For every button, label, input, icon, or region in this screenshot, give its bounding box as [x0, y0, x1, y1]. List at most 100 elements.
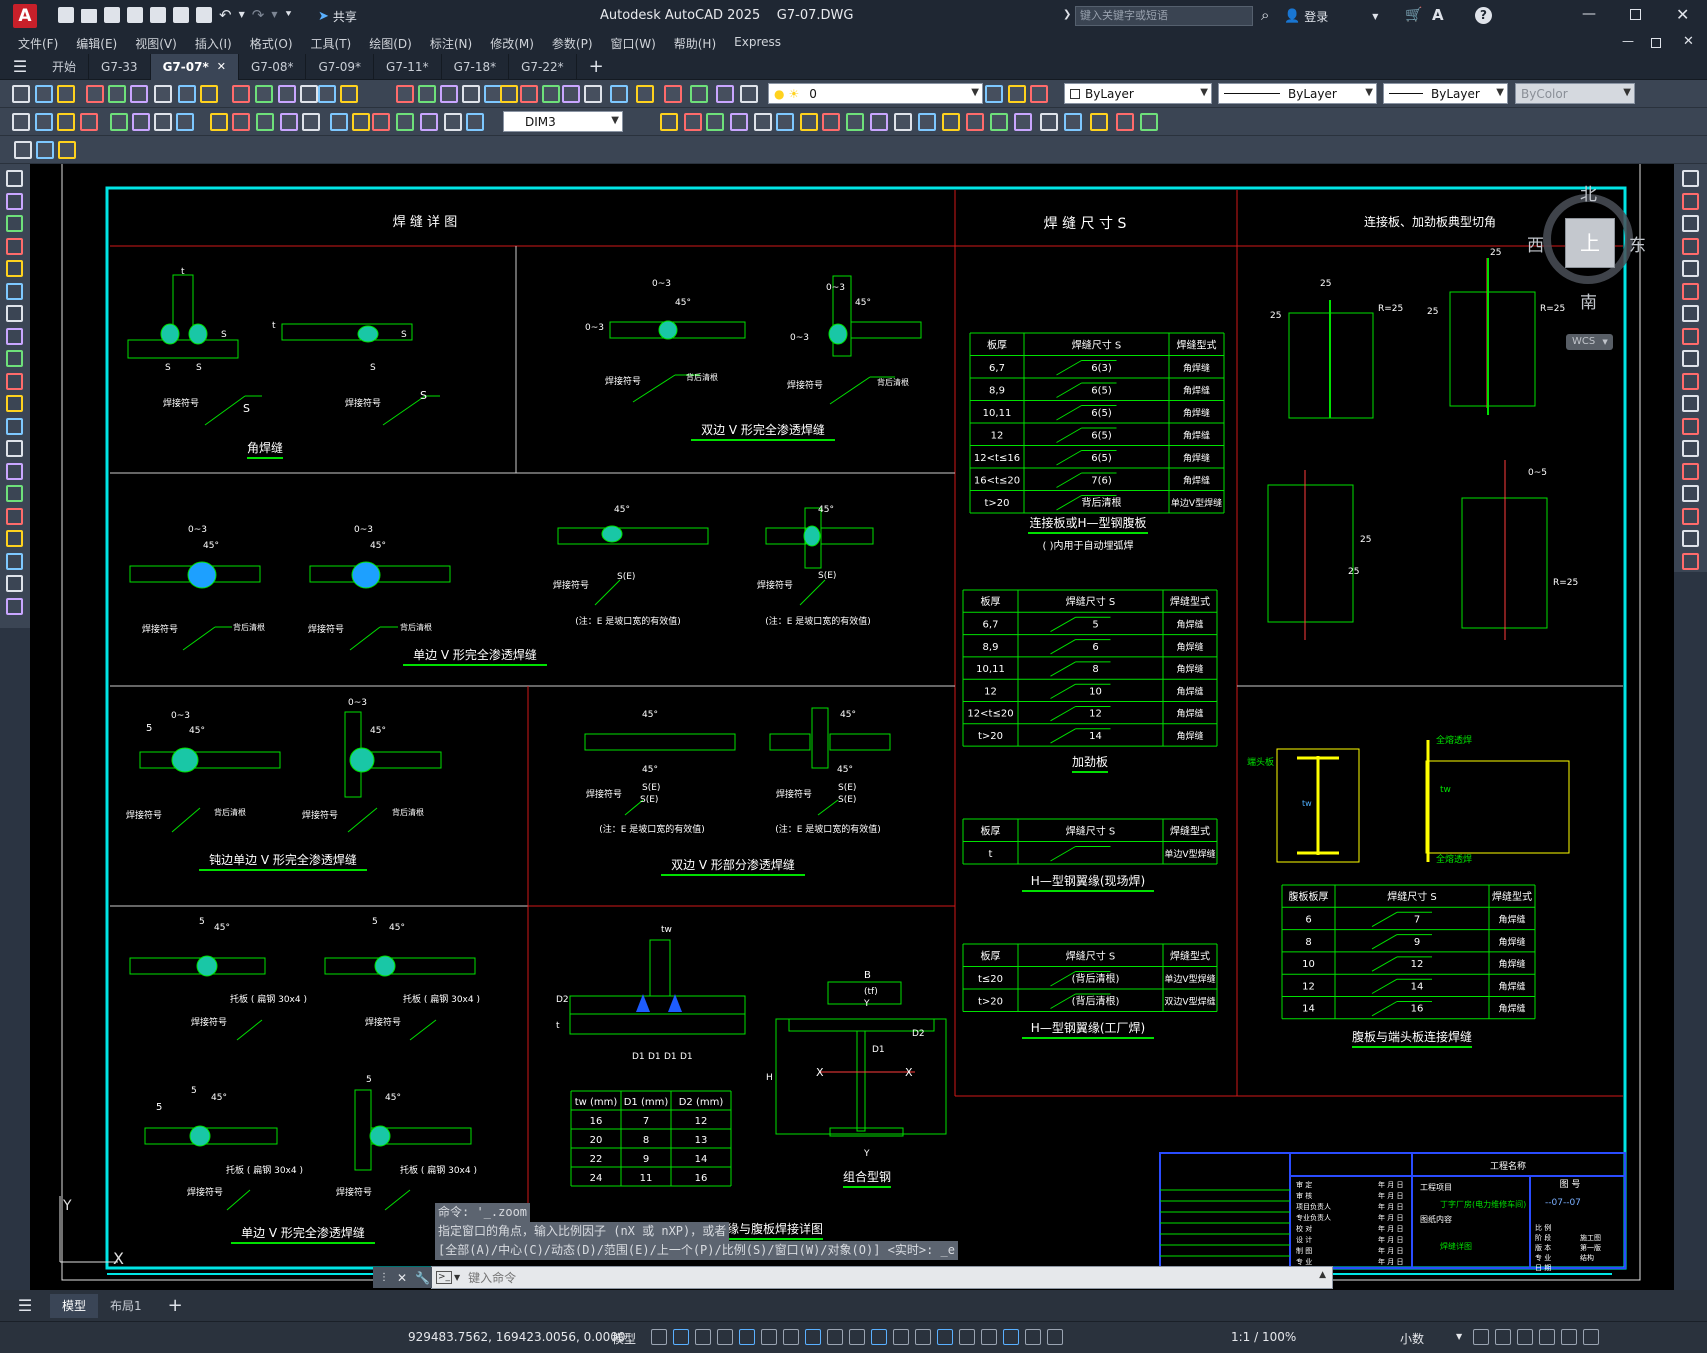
dim-linear-icon[interactable] — [870, 113, 888, 131]
minimize-icon[interactable]: — — [1582, 6, 1596, 22]
matchprop-icon[interactable] — [232, 85, 250, 103]
compass-south[interactable]: 南 — [1580, 293, 1597, 313]
menu-item-5[interactable]: 工具(T) — [310, 36, 352, 51]
multiline-text-icon[interactable] — [6, 575, 23, 592]
break-icon[interactable] — [1682, 440, 1699, 457]
jogged-linear-icon[interactable] — [396, 113, 414, 131]
plot-icon[interactable] — [740, 85, 758, 103]
point-icon[interactable] — [6, 462, 23, 480]
dim-diameter-icon[interactable] — [154, 113, 172, 131]
quick-dim-icon[interactable] — [1064, 113, 1082, 131]
status-quick-properties-icon[interactable] — [1473, 1329, 1489, 1345]
polyline-icon[interactable] — [6, 215, 23, 232]
zoom-icon[interactable] — [340, 85, 358, 103]
cmd-settings-icon[interactable]: 🔧 — [415, 1270, 431, 1285]
dim-continue-icon[interactable] — [1116, 113, 1134, 131]
dim-tedit-icon[interactable] — [444, 113, 462, 131]
status-lock-ui-icon[interactable] — [1495, 1329, 1511, 1345]
help-icon[interactable]: ? — [1475, 7, 1492, 24]
publish-icon[interactable] — [130, 85, 148, 103]
inspect-icon[interactable] — [372, 113, 390, 131]
doc-tab-4[interactable]: G7-09* — [306, 53, 375, 80]
blend-icon[interactable] — [1682, 530, 1699, 547]
orbit-icon[interactable] — [706, 113, 724, 131]
preview-icon[interactable] — [985, 85, 1003, 103]
insert-table-icon[interactable] — [36, 141, 54, 159]
revcloud-icon[interactable] — [6, 327, 23, 345]
layer-state-icon[interactable] — [610, 85, 628, 103]
dim-arc-icon[interactable] — [918, 113, 936, 131]
quick-dim-icon[interactable] — [210, 113, 228, 131]
save-icon[interactable] — [104, 7, 120, 23]
login-button[interactable]: 👤 登录 ▼ — [1284, 8, 1378, 25]
doc-close-icon[interactable]: ✕ — [1683, 34, 1694, 49]
status-transparency-icon[interactable] — [871, 1329, 887, 1345]
menu-item-1[interactable]: 编辑(E) — [76, 36, 118, 51]
doc-tab-0[interactable]: 开始 — [40, 53, 90, 80]
new-layout-plus-icon[interactable]: + — [167, 1295, 183, 1316]
gradient-icon[interactable] — [6, 507, 23, 525]
chamfer-icon[interactable] — [1682, 485, 1699, 502]
layout-tab-0[interactable]: 模型 — [50, 1293, 99, 1318]
new-tab-plus-icon[interactable]: + — [588, 56, 604, 77]
dim-continue-icon[interactable] — [256, 113, 274, 131]
status-customize-icon[interactable] — [1583, 1329, 1599, 1345]
explode-icon[interactable] — [1682, 552, 1699, 570]
sphere-icon[interactable] — [754, 113, 772, 131]
cmd-prompt-icon[interactable]: >_ — [436, 1271, 452, 1284]
customize-qat-icon[interactable]: ⯆ — [284, 9, 293, 20]
status-dynamic-ucs-icon[interactable] — [717, 1329, 733, 1345]
status-osnap-icon[interactable] — [827, 1329, 843, 1345]
help-icon[interactable] — [562, 85, 580, 103]
status-osnap-track-icon[interactable] — [805, 1329, 821, 1345]
offset-icon[interactable] — [1682, 237, 1699, 255]
doc-tab-1[interactable]: G7-33 — [89, 53, 151, 80]
status-grid-icon[interactable] — [651, 1329, 667, 1345]
intersect-icon[interactable] — [846, 113, 864, 131]
dim-aligned-icon[interactable] — [35, 113, 53, 131]
plot-icon[interactable] — [196, 7, 212, 23]
ucs-icon[interactable] — [684, 113, 702, 131]
layer-combo[interactable]: ● ☀ 0 ▼ — [768, 83, 983, 104]
dim-radius-icon[interactable] — [966, 113, 984, 131]
insert-block-icon[interactable] — [6, 417, 23, 435]
qnew-icon[interactable] — [664, 85, 682, 103]
viewcube[interactable]: 上 北 南 西 东 — [1527, 180, 1649, 313]
menu-item-12[interactable]: Express — [734, 34, 781, 49]
add-selected-icon[interactable] — [6, 597, 23, 615]
layer-icon[interactable] — [584, 85, 602, 103]
layout-tab-1[interactable]: 布局1 — [110, 1298, 142, 1313]
open-icon[interactable] — [35, 85, 53, 103]
sheetset-icon[interactable] — [500, 85, 518, 103]
markup-icon[interactable] — [520, 85, 538, 103]
status-hardware-accel-icon[interactable] — [1539, 1329, 1555, 1345]
calc-icon[interactable] — [542, 85, 560, 103]
share-button[interactable]: ➤ 共享 — [318, 8, 357, 25]
redo-icon[interactable]: ↷ — [251, 6, 265, 24]
move-icon[interactable] — [1682, 282, 1699, 300]
autodesk-app-icon[interactable]: A — [1432, 6, 1444, 24]
command-input[interactable] — [468, 1270, 1249, 1285]
design-center-icon[interactable] — [462, 85, 480, 103]
rectangle-icon[interactable] — [6, 260, 23, 277]
open-icon[interactable] — [690, 85, 708, 103]
lineweight-combo[interactable]: ByLayer ▼ — [1383, 83, 1508, 104]
hatch-icon[interactable] — [6, 485, 23, 502]
menu-item-9[interactable]: 参数(P) — [551, 36, 593, 51]
menu-item-3[interactable]: 插入(I) — [194, 36, 232, 51]
status-quick-props-icon[interactable] — [1003, 1329, 1019, 1345]
view-3d-icon[interactable] — [660, 113, 678, 131]
units-label[interactable]: 小数 — [1400, 1332, 1425, 1346]
dim-baseline-icon[interactable] — [232, 113, 250, 131]
array-icon[interactable] — [1682, 260, 1699, 277]
fillet-icon[interactable] — [1682, 507, 1699, 525]
cut-icon[interactable] — [1030, 85, 1048, 103]
menu-item-2[interactable]: 视图(V) — [135, 36, 177, 51]
status-infer-icon[interactable] — [695, 1329, 711, 1345]
tab-close-icon[interactable]: ✕ — [216, 60, 226, 73]
dim-jogged-icon[interactable] — [990, 113, 1008, 131]
mirror-icon[interactable] — [1682, 215, 1699, 232]
cmd-prompt-dropdown-icon[interactable]: ▼ — [454, 1273, 461, 1282]
coordinate-readout[interactable]: 929483.7562, 169423.0056, 0.0000 — [408, 1330, 626, 1344]
